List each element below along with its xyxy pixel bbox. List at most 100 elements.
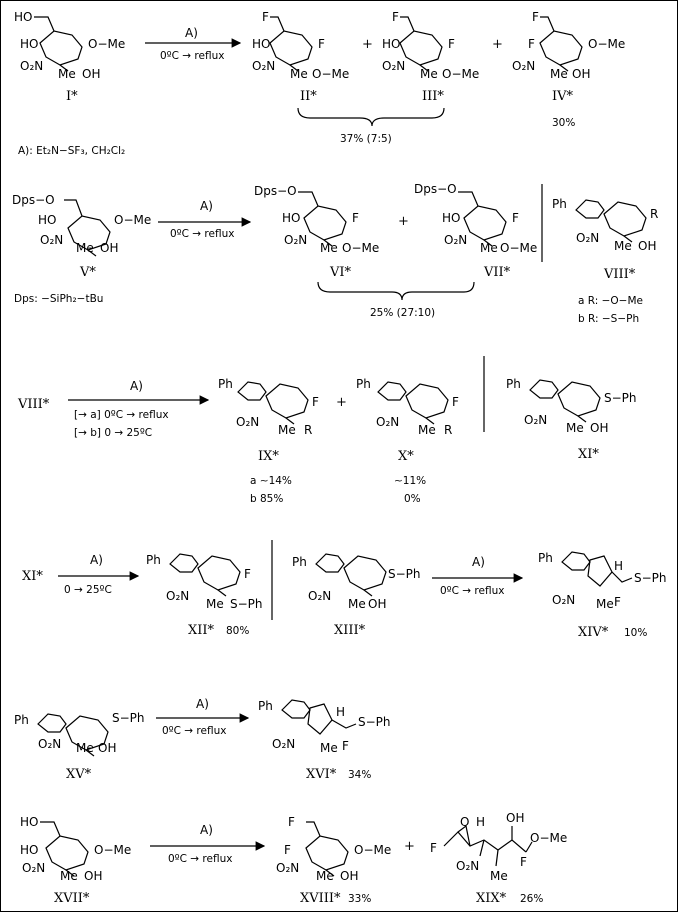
yield-label: 30% — [552, 117, 575, 129]
atom-label: OH — [98, 741, 116, 755]
atom-label: HO — [252, 37, 270, 51]
molecule-X — [377, 381, 407, 401]
molecule-XIX — [443, 824, 533, 867]
molecule-V — [64, 199, 111, 257]
molecule-VIII — [575, 199, 605, 219]
atom-label: Ph — [356, 377, 371, 391]
compound-label: XV* — [66, 767, 92, 782]
yield-label: 10% — [624, 627, 647, 639]
atom-label: R — [304, 423, 312, 437]
atom-label: O₂N — [20, 59, 43, 73]
atom-label: Dps−O — [414, 182, 457, 196]
molecule-IX-ring — [265, 383, 309, 425]
compound-label: VIII* — [603, 267, 636, 282]
row-3: VIII* A) [→ a] 0ºC → reflux [→ b] 0 → 25… — [17, 356, 637, 505]
reagent-label: A) — [472, 555, 485, 569]
side-chain — [331, 719, 357, 729]
molecule-XII — [169, 553, 199, 573]
atom-label: Me — [76, 241, 94, 255]
molecule-XVII — [40, 821, 89, 877]
atom-label: O−Me — [312, 67, 349, 81]
atom-label: OH — [82, 67, 100, 81]
molecule-XIV — [561, 551, 591, 571]
brace — [317, 281, 475, 301]
molecule-XIII — [315, 553, 345, 573]
compound-label: XIV* — [578, 625, 609, 640]
condition-label: [→ a] 0ºC → reflux — [74, 409, 169, 421]
atom-label: O₂N — [512, 59, 535, 73]
condition-label: 0ºC → reflux — [170, 228, 234, 240]
atom-label: O₂N — [284, 233, 307, 247]
atom-label: F — [448, 37, 455, 51]
atom-label: F — [342, 739, 349, 753]
condition-label: [→ b] 0 → 25ºC — [74, 427, 152, 439]
atom-label: Dps−O — [12, 193, 55, 207]
molecule-XVI — [281, 699, 311, 719]
r-group-label: b R: −S−Ph — [578, 313, 639, 325]
atom-label: OH — [590, 421, 608, 435]
plus-sign: + — [404, 839, 415, 854]
compound-label: VIII* — [17, 397, 50, 412]
atom-label: O₂N — [276, 861, 299, 875]
atom-label: F — [528, 37, 535, 51]
compound-label: III* — [422, 89, 444, 104]
atom-label: OH — [368, 597, 386, 611]
yield-label: 25% (27:10) — [370, 307, 435, 319]
condition-label: 0ºC → reflux — [160, 50, 224, 62]
row-1: HO HO O−Me O₂N Me OH I* A) 0ºC → reflux … — [14, 10, 625, 157]
atom-label: HO — [20, 843, 38, 857]
atom-label: F — [392, 10, 399, 24]
atom-label: S−Ph — [634, 571, 667, 585]
atom-label: F — [262, 10, 269, 24]
reagent-legend: A): Et₂N−SF₃, CH₂Cl₂ — [18, 145, 125, 157]
r-group-label: a R: −O−Me — [578, 295, 643, 307]
reagent-label: A) — [90, 553, 103, 567]
yield-label: 26% — [520, 893, 543, 905]
atom-label: H — [614, 559, 623, 573]
row-4: XI* A) 0 → 25ºC Ph F O₂N Me S−Ph XII* 80… — [22, 540, 667, 640]
molecule-XI — [529, 379, 559, 399]
compound-label: XIII* — [334, 623, 366, 638]
reagent-label: A) — [200, 823, 213, 837]
brace — [297, 107, 445, 127]
atom-label: OH — [506, 811, 524, 825]
atom-label: F — [520, 855, 527, 869]
compound-label: I* — [66, 89, 78, 104]
compound-label: VII* — [483, 265, 511, 280]
molecule-XI-ring — [557, 381, 601, 423]
compound-label: X* — [398, 449, 414, 464]
atom-label: O₂N — [456, 859, 479, 873]
atom-label: OH — [638, 239, 656, 253]
atom-label: R — [650, 207, 658, 221]
compound-label: VI* — [329, 265, 352, 280]
compound-label: XI* — [22, 569, 43, 584]
atom-label: S−Ph — [388, 567, 421, 581]
atom-label: HO — [442, 211, 460, 225]
atom-label: Me — [206, 597, 224, 611]
compound-label: IV* — [552, 89, 574, 104]
condition-label: 0 → 25ºC — [64, 584, 112, 596]
atom-label: Ph — [218, 377, 233, 391]
atom-label: S−Ph — [112, 711, 145, 725]
atom-label: Me — [490, 869, 508, 883]
atom-label: O₂N — [166, 589, 189, 603]
atom-label: O−Me — [342, 241, 379, 255]
atom-label: Me — [316, 869, 334, 883]
atom-label: OH — [100, 241, 118, 255]
yield-label: 34% — [348, 769, 371, 781]
atom-label: OH — [340, 869, 358, 883]
atom-label: O−Me — [442, 67, 479, 81]
atom-label: Me — [58, 67, 76, 81]
atom-label: O — [460, 815, 469, 829]
atom-label: Ph — [552, 197, 567, 211]
molecule-IV — [539, 16, 583, 72]
atom-label: F — [512, 211, 519, 225]
row-2: Dps−O HO O−Me O₂N Me OH V* Dps: −SiPh₂−t… — [12, 182, 658, 325]
atom-label: F — [452, 395, 459, 409]
atom-label: Ph — [14, 713, 29, 727]
atom-label: S−Ph — [230, 597, 263, 611]
compound-label: V* — [79, 265, 96, 280]
atom-label: O−Me — [588, 37, 625, 51]
dps-legend: Dps: −SiPh₂−tBu — [14, 293, 103, 305]
atom-label: H — [336, 705, 345, 719]
